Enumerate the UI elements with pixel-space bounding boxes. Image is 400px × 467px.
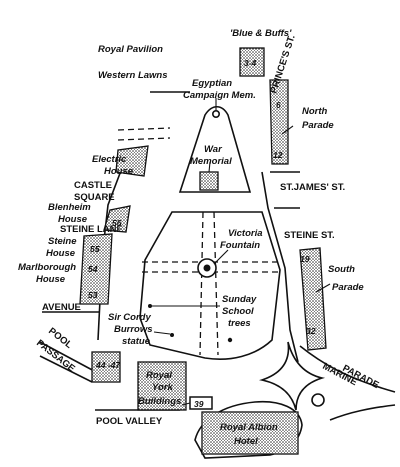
cordy-statue-mark: [148, 304, 152, 308]
no-19-label: 19: [300, 254, 310, 264]
royal-albion-label-2: Hotel: [234, 436, 258, 447]
small-marks: [148, 304, 233, 343]
royal-york-buildings: [137, 361, 187, 411]
blue-buffs-building: [239, 47, 265, 77]
steine-lane-label: STEINE LANE: [60, 224, 123, 235]
garden-paths: [117, 127, 280, 356]
no-44-47-label: 44 -47: [95, 360, 121, 370]
no-53-label: 53: [88, 290, 98, 300]
war-memorial-label-2: Memorial: [190, 156, 232, 167]
roundabout: [311, 393, 325, 407]
south-parade-label-1: South: [328, 264, 355, 275]
no-32-label: 32: [306, 326, 316, 336]
pool-passage-kerb: [39, 341, 97, 373]
buildings: [79, 47, 327, 455]
leader-cordy: [153, 331, 171, 335]
royal-albion-hotel-block: [201, 411, 299, 455]
electric-house-label-1: Electric: [92, 154, 127, 165]
castle-square-dash: [117, 127, 171, 131]
avenue-label: AVENUE: [42, 302, 81, 313]
leader-war-memorial: [208, 161, 211, 173]
south-parade-terrace: [299, 247, 327, 351]
electric-house-label-2: House: [104, 166, 134, 177]
north-parade-terrace: [269, 79, 289, 165]
no-39-label: 39: [194, 399, 204, 409]
sir-cordy-label-2: Burrows: [114, 324, 153, 335]
steine-lane-terrace: [79, 233, 113, 305]
leader-39: [181, 402, 191, 406]
egyptian-memorial-mark: [212, 110, 221, 119]
no-12-label: 12: [273, 150, 283, 160]
western-lawns-label: Western Lawns: [98, 70, 168, 81]
st-james-st-label: ST.JAMES' ST.: [280, 182, 345, 193]
castle-square-label-2: SQUARE: [74, 192, 115, 203]
north-south-path-west: [199, 211, 204, 356]
war-memorial-block: [199, 171, 219, 191]
north-parade-label-1: North: [302, 106, 328, 117]
cordy-statue-mark-2: [170, 333, 174, 337]
egyptian-label-2: Campaign Mem.: [183, 90, 256, 101]
sunday-school-label-3: trees: [228, 318, 251, 329]
marlborough-label-2: House: [36, 274, 66, 285]
marine-parade-kerb: [299, 345, 396, 393]
victoria-fountain: [197, 258, 217, 278]
north-parade-label-2: Parade: [302, 120, 334, 131]
royal-york-label-1: Royal: [146, 370, 172, 381]
south-parade-label-2: Parade: [332, 282, 364, 293]
blue-buffs-label: 'Blue & Buffs': [230, 28, 292, 39]
steine-st-label: STEINE ST.: [284, 230, 335, 241]
pool-passage-kerb-2: [39, 355, 93, 383]
no-6-label: 6: [276, 100, 281, 110]
sir-cordy-label-1: Sir Cordy: [108, 312, 151, 323]
leader-north-parade: [281, 125, 294, 135]
marine-parade-kerb-south: [329, 404, 396, 421]
sir-cordy-label-3: statue: [122, 336, 151, 347]
no-3-4-label: 3-4: [244, 58, 257, 68]
egyptian-label-1: Egyptian: [192, 78, 232, 89]
leader-lines: [150, 98, 331, 406]
no-54-label: 54: [88, 264, 98, 274]
blenheim-label-1: Blenheim: [48, 202, 91, 213]
victoria-fountain-label-2: Fountain: [220, 240, 260, 251]
no-56-label: 56: [112, 218, 122, 228]
castle-square-block: [103, 205, 131, 233]
junction-island: [258, 341, 326, 411]
royal-york-label-2: York: [152, 382, 173, 393]
castle-square-label-1: CASTLE: [74, 180, 112, 191]
leader-fountain: [213, 249, 229, 265]
steine-house-label-2: House: [46, 248, 76, 259]
marlborough-label-1: Marlborough: [18, 262, 76, 273]
leader-south-parade: [315, 283, 331, 293]
victoria-fountain-label-1: Victoria: [228, 228, 263, 239]
steine-gardens: [139, 211, 281, 360]
north-enclosure: [178, 105, 252, 193]
sunday-school-label-1: Sunday: [222, 294, 257, 305]
steine-house-label-1: Steine: [48, 236, 77, 247]
pool-valley-label: POOL VALLEY: [96, 416, 163, 427]
no-55-label: 55: [90, 244, 100, 254]
blenheim-label-2: House: [58, 214, 88, 225]
east-kerb: [261, 171, 299, 363]
war-memorial-label-1: War: [204, 144, 223, 155]
sunday-tree-mark: [227, 337, 233, 343]
electric-house-block: [115, 145, 149, 177]
castle-square-dash-2: [117, 137, 171, 141]
north-south-path-east: [213, 211, 219, 356]
no-44-47-block: [91, 351, 121, 383]
royal-albion-label-1: Royal Albion: [220, 422, 278, 433]
royal-pavilion-label: Royal Pavilion: [98, 44, 163, 55]
royal-york-label-3: Buildings: [138, 396, 181, 407]
sunday-school-label-2: School: [222, 306, 254, 317]
